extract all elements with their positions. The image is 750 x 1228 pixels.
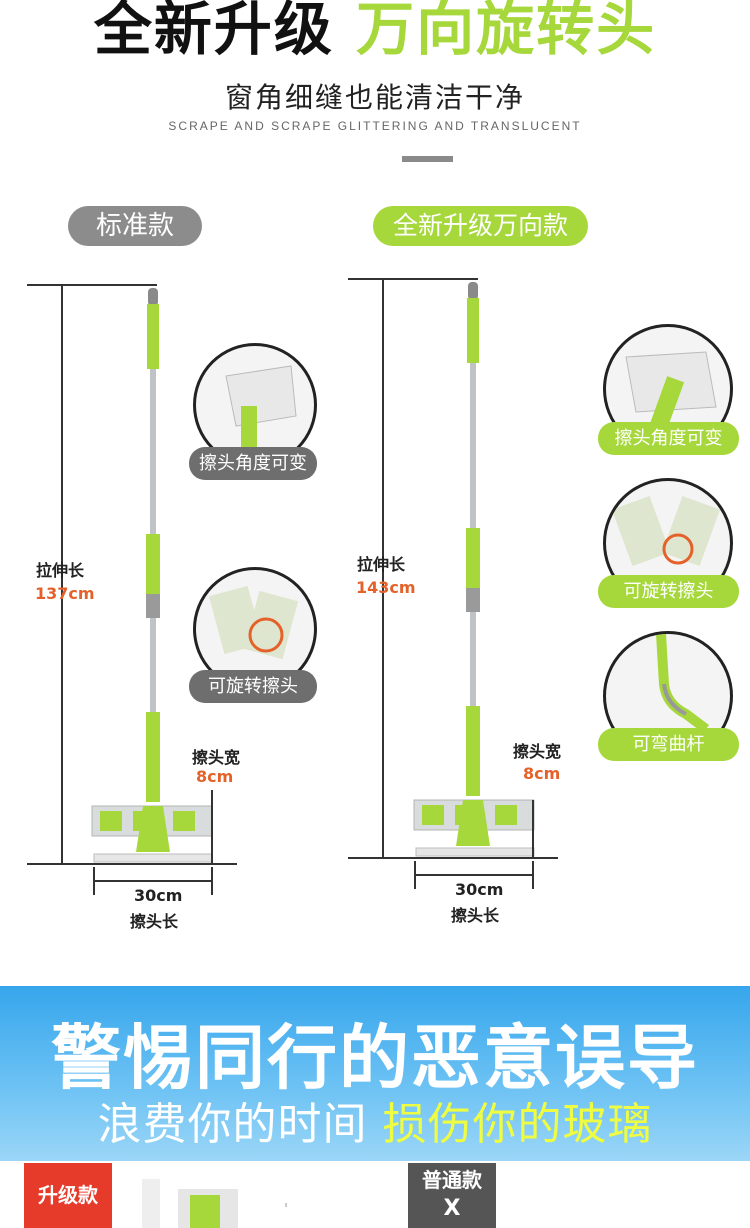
normal-badge: 普通款 X — [408, 1163, 496, 1228]
standard-head-length-label: 擦头长 — [130, 912, 179, 931]
standard-top-line — [27, 284, 157, 286]
standard-mop-image — [91, 288, 213, 863]
standard-length-line — [61, 284, 63, 864]
standard-head-length-line — [93, 880, 211, 882]
upgrade-model-label: 全新升级万向款 — [373, 206, 588, 246]
upgrade-top-line — [348, 278, 478, 280]
upgrade-length-line — [382, 278, 384, 858]
upgrade-head-width-value: 8cm — [523, 764, 561, 783]
standard-length-value: 137cm — [35, 584, 95, 603]
standard-bottom-line — [27, 863, 237, 865]
upgrade-length-label: 拉伸长 — [357, 555, 406, 574]
banner-subtitle-white: 浪费你的时间 — [97, 1099, 368, 1150]
upgrade-head-length-label: 擦头长 — [451, 906, 500, 925]
standard-head-right-tick — [211, 867, 213, 895]
hero-title: 全新升级 万向旋转头 — [0, 0, 750, 62]
subtitle-english: SCRAPE AND SCRAPE GLITTERING AND TRANSLU… — [168, 119, 582, 133]
upgrade-head-right-tick — [532, 861, 534, 889]
upgrade-product-preview — [142, 1179, 287, 1228]
upgrade-feature-tag-2: 可旋转擦头 — [598, 575, 739, 608]
upgrade-feature-tag-3: 可弯曲杆 — [598, 728, 739, 761]
upgrade-badge: 升级款 — [24, 1163, 112, 1228]
upgrade-feature-tag-1: 擦头角度可变 — [598, 422, 739, 455]
standard-head-length-value: 30cm — [134, 886, 183, 905]
hero-title-green: 万向旋转头 — [356, 0, 657, 63]
standard-feature-tag-1: 擦头角度可变 — [189, 447, 317, 480]
upgrade-head-length-value: 30cm — [455, 880, 504, 899]
banner-subtitle: 浪费你的时间 损伤你的玻璃 — [0, 1088, 750, 1152]
warning-banner — [0, 986, 750, 1161]
standard-width-line — [211, 790, 213, 865]
upgrade-length-value: 143cm — [356, 578, 416, 597]
upgrade-head-width-label: 擦头宽 — [513, 742, 562, 761]
normal-badge-label: 普通款 — [422, 1168, 482, 1192]
upgrade-width-line — [532, 800, 534, 858]
standard-head-width-value: 8cm — [196, 767, 234, 786]
upgrade-head-length-line — [414, 874, 532, 876]
hero-title-black: 全新升级 — [93, 0, 334, 63]
standard-feature-circle-1 — [193, 343, 317, 467]
banner-title: 警惕同行的恶意误导 — [51, 1017, 699, 1099]
banner-subtitle-yellow: 损伤你的玻璃 — [382, 1099, 653, 1150]
normal-badge-mark: X — [443, 1196, 461, 1221]
standard-model-label: 标准款 — [68, 206, 202, 246]
divider — [402, 156, 453, 162]
upgrade-mop-image — [413, 282, 535, 857]
standard-length-label: 拉伸长 — [36, 561, 85, 580]
standard-head-width-label: 擦头宽 — [192, 748, 241, 767]
upgrade-badge-label: 升级款 — [38, 1183, 98, 1207]
subtitle: 窗角细缝也能清洁干净 — [224, 81, 525, 114]
standard-feature-tag-2: 可旋转擦头 — [189, 670, 317, 703]
upgrade-bottom-line — [348, 857, 558, 859]
